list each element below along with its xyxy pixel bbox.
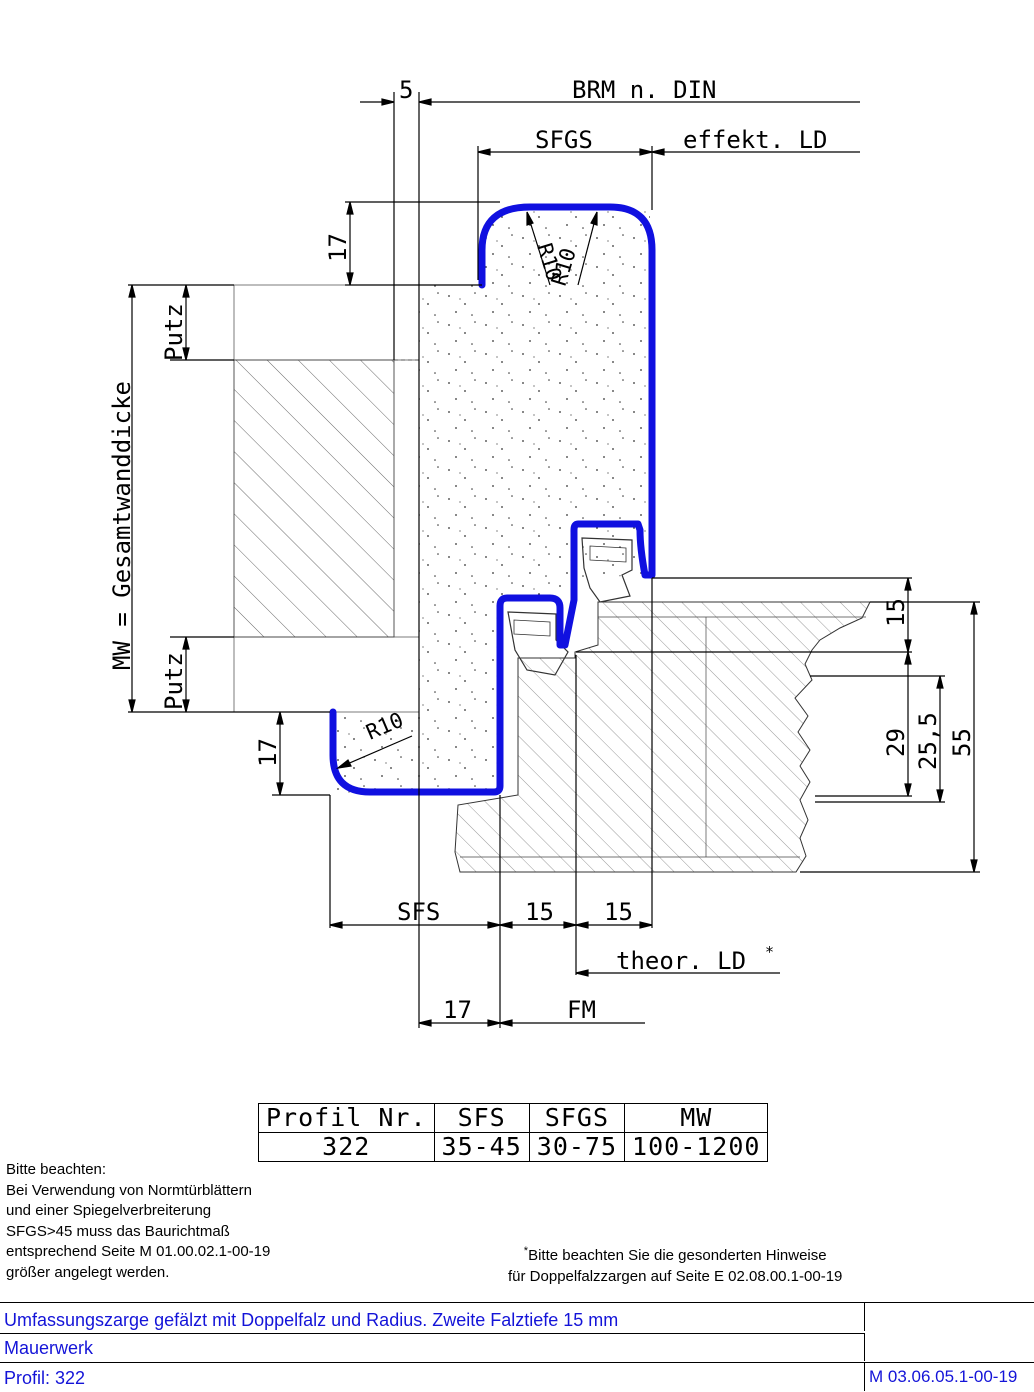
note-line: entsprechend Seite M 01.00.02.1-00-19 (6, 1243, 271, 1260)
dim-label-top-17: 17 (324, 233, 352, 262)
note-right: *Bitte beachten Sie die gesonderten Hinw… (508, 1241, 842, 1287)
table-header-cell: SFGS (528, 1103, 626, 1133)
title-block: Umfassungszarge gefälzt mit Doppelfalz u… (0, 1302, 1034, 1391)
title-block-divider (0, 1333, 864, 1334)
note-line: SFGS>45 muss das Baurichtmaß (6, 1222, 230, 1240)
dim-label-29: 29 (882, 728, 910, 757)
table-header-cell: SFS (433, 1103, 530, 1133)
table-header-row: Profil Nr. SFS SFGS MW (258, 1103, 769, 1133)
note-line: größer angelegt werden. (6, 1263, 170, 1281)
dim-label-right-15: 15 (882, 598, 910, 627)
steel-frame-profile (329, 203, 656, 796)
title-block-empty-cell (864, 1333, 1034, 1361)
title-block-divider (0, 1362, 1034, 1363)
table-header-cell: Profil Nr. (258, 1103, 435, 1133)
title-block-profile: Profil: 322 (4, 1368, 86, 1388)
technical-drawing: 5 BRM n. DIN SFGS effekt. LD 17 R10 R10 … (108, 76, 980, 1028)
dim-label-sfgs: SFGS (535, 126, 593, 154)
dim-label-bottom-17: 17 (254, 738, 282, 767)
masonry-wall (233, 359, 420, 638)
dimension-lines (128, 98, 978, 1027)
dim-label-theor-star: * (765, 943, 774, 961)
profile-table: Profil Nr. SFS SFGS MW 322 35-45 30-75 1… (258, 1103, 769, 1162)
note-left: Bitte beachten: Bei Verwendung von Normt… (6, 1160, 270, 1283)
note-line: *Bitte beachten Sie die gesonderten Hinw… (508, 1241, 842, 1267)
dim-label-gesamtwanddicke: MW = Gesamtwanddicke (108, 381, 136, 670)
dim-label-effekt-ld: effekt. LD (683, 126, 828, 154)
dim-label-theor-ld: theor. LD (616, 947, 746, 975)
dim-label-sfs: SFS (397, 898, 440, 926)
dim-label-55: 55 (948, 728, 976, 757)
title-block-doc-number: M 03.06.05.1-00-19 (864, 1363, 1034, 1391)
table-cell: 35-45 (433, 1132, 530, 1162)
dim-label-low-17: 17 (443, 996, 472, 1024)
dim-label-5: 5 (399, 76, 413, 104)
note-star: * (523, 1245, 529, 1257)
note-line: und einer Spiegelverbreiterung (6, 1202, 212, 1219)
door-leaf (454, 601, 871, 873)
dim-label-putz-bottom: Putz (160, 652, 188, 710)
table-cell: 322 (258, 1132, 435, 1162)
table-cell: 30-75 (528, 1132, 626, 1162)
note-line: Bei Verwendung von Normtürblättern (6, 1181, 252, 1199)
seal-gaskets (507, 537, 633, 676)
dim-label-mid-15b: 15 (604, 898, 633, 926)
table-row: 322 35-45 30-75 100-1200 (258, 1132, 769, 1162)
dim-label-brm: BRM n. DIN (572, 76, 717, 104)
title-block-empty-cell (864, 1303, 1034, 1331)
dim-label-fm: FM (567, 996, 596, 1024)
title-block-description: Umfassungszarge gefälzt mit Doppelfalz u… (4, 1310, 619, 1330)
table-header-cell: MW (624, 1103, 769, 1133)
dim-label-mid-15a: 15 (525, 898, 554, 926)
dim-label-putz-top: Putz (160, 303, 188, 361)
note-line: für Doppelfalzzargen auf Seite E 02.08.0… (508, 1267, 843, 1285)
title-block-material: Mauerwerk (4, 1338, 94, 1358)
note-text: Bitte beachten Sie die gesonderten Hinwe… (528, 1247, 827, 1264)
dim-label-25-5: 25,5 (914, 712, 942, 770)
note-line: Bitte beachten: (6, 1161, 107, 1178)
table-cell: 100-1200 (624, 1132, 769, 1162)
extension-lines (128, 92, 980, 1028)
